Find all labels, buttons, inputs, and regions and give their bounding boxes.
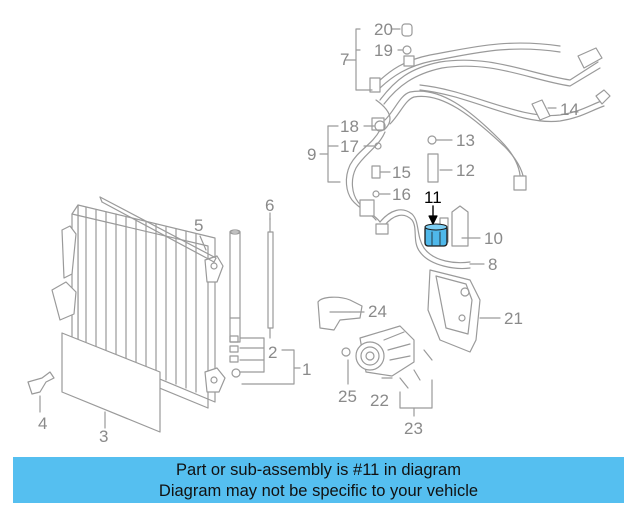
callout-5: 5 <box>194 216 204 235</box>
caption-line-2: Diagram may not be specific to your vehi… <box>158 482 479 500</box>
callout-12: 12 <box>456 161 475 180</box>
rod-6 <box>267 217 274 339</box>
compressor <box>317 296 433 389</box>
receiver-drier <box>229 229 241 378</box>
callout-19: 19 <box>374 41 393 60</box>
callout-3: 3 <box>99 427 109 446</box>
callout-24: 24 <box>368 302 387 321</box>
shield-21 <box>427 269 481 353</box>
callout-16: 16 <box>392 185 411 204</box>
diagram-drawing <box>27 23 611 433</box>
leader-lines-right <box>319 28 557 417</box>
callout-6: 6 <box>265 196 275 215</box>
callout-9: 9 <box>307 145 317 164</box>
caption-line-1: Part or sub-assembly is #11 in diagram <box>176 461 461 479</box>
parts-diagram: 4 3 5 6 2 1 20 19 7 14 18 17 9 13 15 12 … <box>27 20 611 446</box>
hose-assembly-7 <box>369 42 611 191</box>
callout-11: 11 <box>424 188 442 207</box>
callout-17: 17 <box>340 137 359 156</box>
seal-strip <box>61 332 161 433</box>
leader-lines-left <box>39 212 301 429</box>
callout-1: 1 <box>302 360 312 379</box>
bracket-4 <box>27 371 55 395</box>
callout-22: 22 <box>370 391 389 410</box>
callout-7: 7 <box>340 50 350 69</box>
hose-8 <box>375 205 471 270</box>
callout-23: 23 <box>404 419 423 438</box>
callout-15: 15 <box>392 163 411 182</box>
callout-10: 10 <box>484 229 503 248</box>
highlighted-part-11 <box>424 205 448 247</box>
callout-8: 8 <box>488 255 498 274</box>
callout-21: 21 <box>504 309 523 328</box>
callout-20: 20 <box>374 20 393 39</box>
callout-13: 13 <box>456 131 475 150</box>
caption-banner: Part or sub-assembly is #11 in diagram D… <box>13 457 624 503</box>
callout-14: 14 <box>560 100 579 119</box>
small-parts <box>371 23 551 198</box>
callout-4: 4 <box>38 414 48 433</box>
callout-25: 25 <box>338 387 357 406</box>
callout-18: 18 <box>340 117 359 136</box>
callout-2: 2 <box>268 343 278 362</box>
upper-seal-bar <box>99 196 217 263</box>
